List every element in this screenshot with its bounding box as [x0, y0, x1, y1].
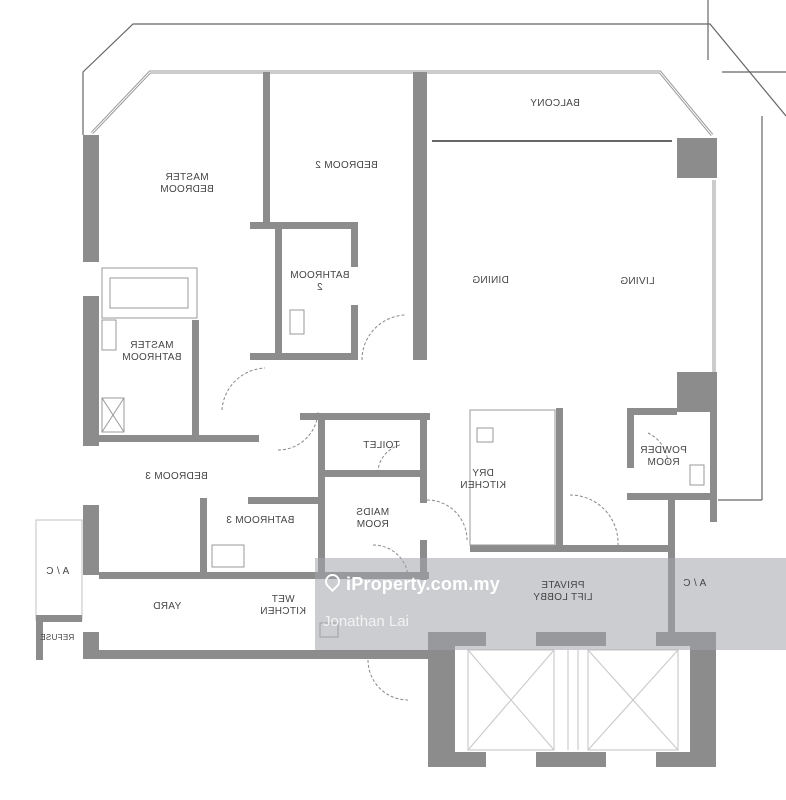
- location-pin-icon: [321, 570, 344, 593]
- room-label-ac-left: A / C: [46, 566, 70, 577]
- room-label-private-lift-lobby: PRIVATE LIFT LOBBY: [533, 580, 593, 603]
- watermark-agent: Jonathan Lai: [323, 613, 409, 630]
- room-label-wet-kitchen: WET KITCHEN: [260, 594, 306, 617]
- room-label-yard: YARD: [153, 601, 182, 612]
- room-label-master-bathroom: MASTER BATHROOM: [122, 340, 182, 363]
- room-label-bedroom-2: BEDROOM 2: [315, 160, 378, 171]
- watermark-band: [315, 558, 786, 650]
- room-label-ac-right: A / C: [683, 578, 707, 589]
- room-label-dry-kitchen: DRY KITCHEN: [460, 468, 506, 491]
- room-label-master-bedroom: MASTER BEDROOM: [160, 172, 214, 195]
- room-label-refuse: REFUSE: [40, 633, 75, 642]
- room-label-living: LIVING: [620, 276, 655, 287]
- lift-shafts: [467, 649, 679, 751]
- room-label-bathroom-3: BATHROOM 3: [226, 515, 295, 526]
- room-label-toilet: TOILET: [363, 440, 400, 451]
- room-label-dining: DINING: [472, 275, 509, 286]
- room-label-bathroom-2: BATHROOM 2: [290, 270, 350, 293]
- room-label-powder-room: POWDER ROOM: [640, 445, 687, 468]
- room-label-balcony: BALCONY: [530, 98, 580, 109]
- watermark-brand-text: iProperty.com.my: [346, 574, 500, 594]
- watermark-brand: iProperty.com.my: [321, 570, 500, 595]
- balcony-outline: [82, 23, 786, 135]
- room-label-maids-room: MAIDS ROOM: [356, 507, 390, 530]
- room-label-bedroom-3: BEDROOM 3: [145, 471, 208, 482]
